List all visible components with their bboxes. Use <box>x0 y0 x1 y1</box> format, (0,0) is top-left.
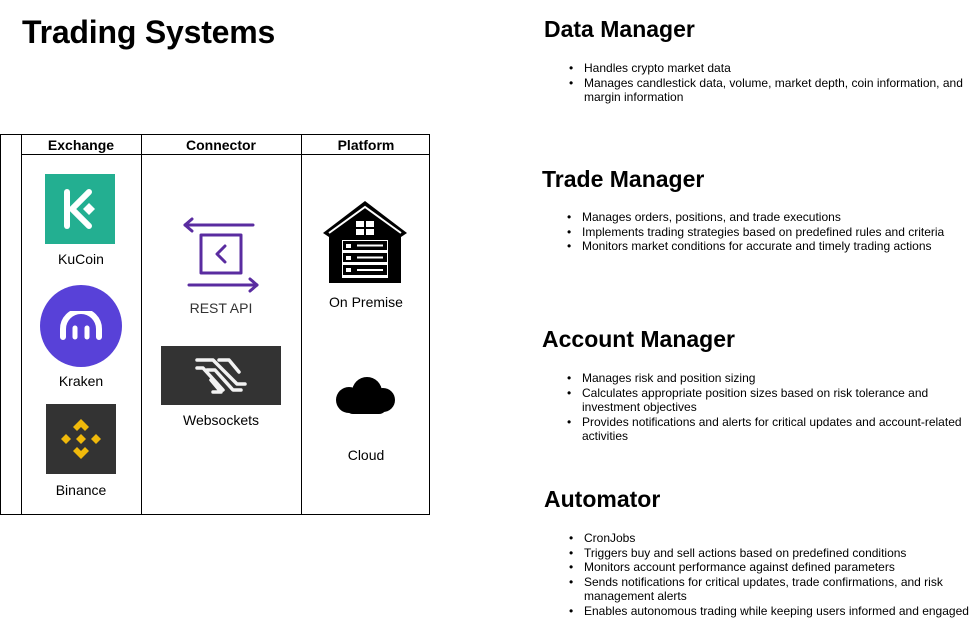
trade-manager-list: Manages orders, positions, and trade exe… <box>564 210 969 254</box>
binance-label: Binance <box>55 482 107 498</box>
data-manager-list: Handles crypto market data Manages candl… <box>566 61 966 105</box>
cloud-label: Cloud <box>347 447 385 463</box>
column-header-exchange: Exchange <box>47 137 115 153</box>
list-item: Provides notifications and alerts for cr… <box>564 415 964 444</box>
kucoin-icon <box>45 174 115 244</box>
list-item: Triggers buy and sell actions based on p… <box>566 546 974 561</box>
account-manager-list: Manages risk and position sizing Calcula… <box>564 371 964 444</box>
section-title-automator: Automator <box>544 486 661 512</box>
list-item: Monitors market conditions for accurate … <box>564 239 969 254</box>
on-premise-label: On Premise <box>329 294 403 310</box>
systems-table: Exchange Connector Platform KuCoin Krake… <box>0 134 430 515</box>
list-item: Manages candlestick data, volume, market… <box>566 76 966 105</box>
rest-api-label: REST API <box>189 300 253 316</box>
list-item: Enables autonomous trading while keeping… <box>566 604 974 619</box>
list-item: Handles crypto market data <box>566 61 966 76</box>
section-title-trade-manager: Trade Manager <box>542 166 705 192</box>
header-divider <box>21 154 429 155</box>
websockets-icon <box>161 346 281 405</box>
list-item: Monitors account performance against def… <box>566 560 974 575</box>
list-item: Manages risk and position sizing <box>564 371 964 386</box>
warehouse-icon <box>321 197 409 283</box>
cloud-icon <box>331 374 399 416</box>
kraken-label: Kraken <box>58 373 104 389</box>
kucoin-label: KuCoin <box>58 251 104 267</box>
list-item: Manages orders, positions, and trade exe… <box>564 210 969 225</box>
list-item: Implements trading strategies based on p… <box>564 225 969 240</box>
section-title-account-manager: Account Manager <box>542 326 735 352</box>
rest-api-icon <box>179 215 263 295</box>
websockets-label: Websockets <box>183 412 259 428</box>
list-item: Sends notifications for critical updates… <box>566 575 974 604</box>
list-item: Calculates appropriate position sizes ba… <box>564 386 964 415</box>
binance-icon <box>46 404 116 474</box>
column-divider <box>301 135 302 514</box>
column-header-connector: Connector <box>186 137 256 153</box>
list-item: CronJobs <box>566 531 974 546</box>
kraken-icon <box>40 285 122 367</box>
automator-list: CronJobs Triggers buy and sell actions b… <box>566 531 974 619</box>
column-divider <box>141 135 142 514</box>
section-title-data-manager: Data Manager <box>544 16 695 42</box>
page-title: Trading Systems <box>22 14 276 50</box>
column-header-platform: Platform <box>337 137 395 153</box>
column-divider <box>21 135 22 514</box>
